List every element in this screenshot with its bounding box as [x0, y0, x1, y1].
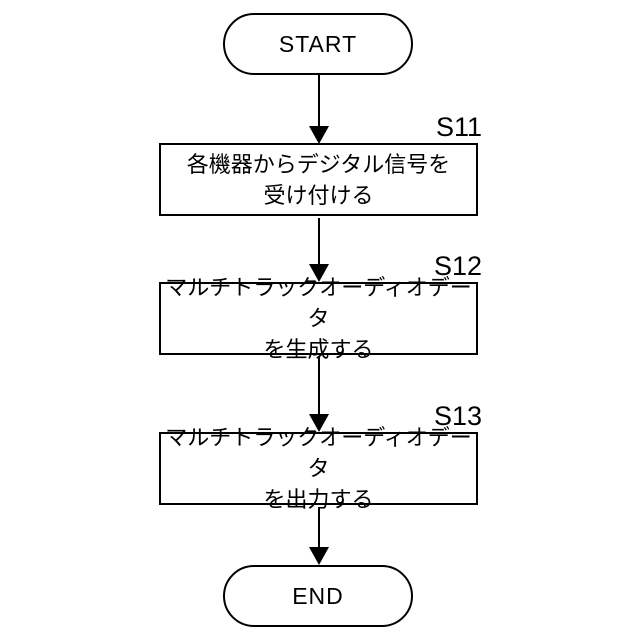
step-id-s13: S13 — [433, 401, 482, 431]
step-text-line1: マルチトラックオーディオデータ — [165, 425, 472, 481]
arrow-line — [318, 357, 320, 415]
start-label: START — [278, 30, 358, 57]
process-step-s12: マルチトラックオーディオデータ を生成する — [159, 275, 478, 362]
arrow-line — [318, 218, 320, 266]
step-text-line1: 各機器からデジタル信号を — [186, 151, 451, 177]
process-step-s13: マルチトラックオーディオデータ を出力する — [159, 425, 478, 512]
arrow-line — [318, 507, 320, 549]
step-text-line1: マルチトラックオーディオデータ — [165, 275, 472, 331]
arrow-line — [318, 75, 320, 127]
arrowhead-down-icon — [309, 264, 329, 282]
arrowhead-down-icon — [309, 547, 329, 565]
arrowhead-down-icon — [309, 414, 329, 432]
process-step-s11: 各機器からデジタル信号を 受け付ける — [159, 143, 478, 216]
end-terminal: END — [223, 565, 413, 627]
step-text-line2: 受け付ける — [263, 182, 374, 208]
start-terminal: START — [223, 13, 413, 75]
step-id-s12: S12 — [433, 251, 482, 281]
arrowhead-down-icon — [309, 126, 329, 144]
end-label: END — [292, 582, 344, 609]
step-id-s11: S11 — [435, 112, 482, 142]
